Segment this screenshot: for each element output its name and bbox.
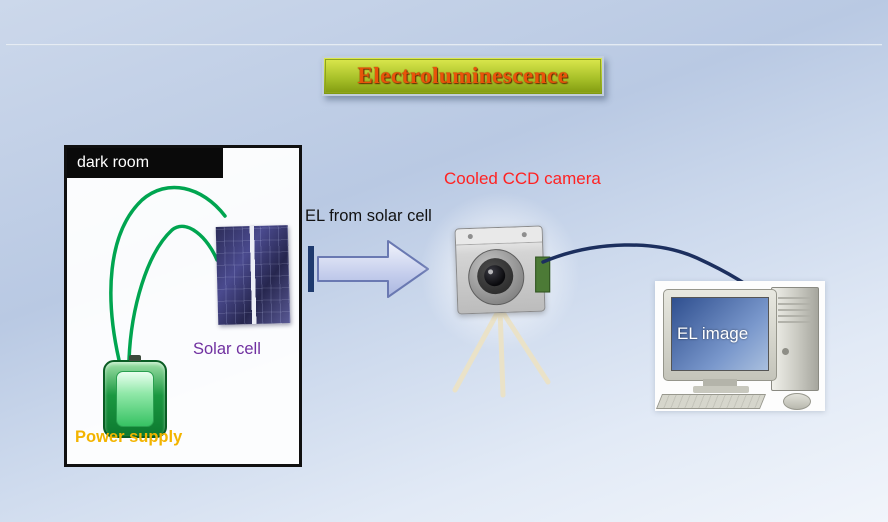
computer-tower-icon [771,287,819,391]
el-from-solar-cell-label: EL from solar cell [305,207,432,225]
camera-screw [521,232,527,238]
arrow-tail-bar [308,246,314,292]
page-title: Electroluminescence [357,63,569,88]
mouse-icon [783,393,811,410]
camera-screw [467,233,473,240]
cooled-ccd-camera-label: Cooled CCD camera [444,169,601,188]
keyboard-icon [655,394,767,409]
battery-core [116,371,154,427]
camera-top-plate [455,226,543,246]
tripod-icon [452,305,551,398]
monitor-base [693,386,749,393]
battery-cap [129,355,141,361]
title-banner: Electroluminescence [322,56,604,96]
computer-icon: EL image [655,281,825,411]
power-supply-label: Power supply [75,428,183,446]
monitor-icon: EL image [663,289,777,381]
green-wires-icon [109,185,227,362]
tower-vents [778,297,812,325]
monitor-stand [703,379,737,386]
dark-room-label: dark room [67,148,223,178]
solar-cell-label: Solar cell [193,340,261,358]
el-arrow-icon [308,240,429,298]
lens-glint [487,269,494,275]
camera-lens-inner [476,257,514,295]
el-image-label: EL image [677,324,749,343]
monitor-screen: EL image [671,297,769,371]
ccd-camera-icon [454,225,551,315]
dark-room-box: Solar cell Power supply dark room [64,145,302,467]
camera-lens-glass [483,264,506,287]
camera-lens-icon [467,248,526,307]
solar-cell-icon [215,225,291,325]
tower-power-button [782,348,789,355]
power-supply-icon [103,355,167,438]
divider-line [6,44,882,46]
